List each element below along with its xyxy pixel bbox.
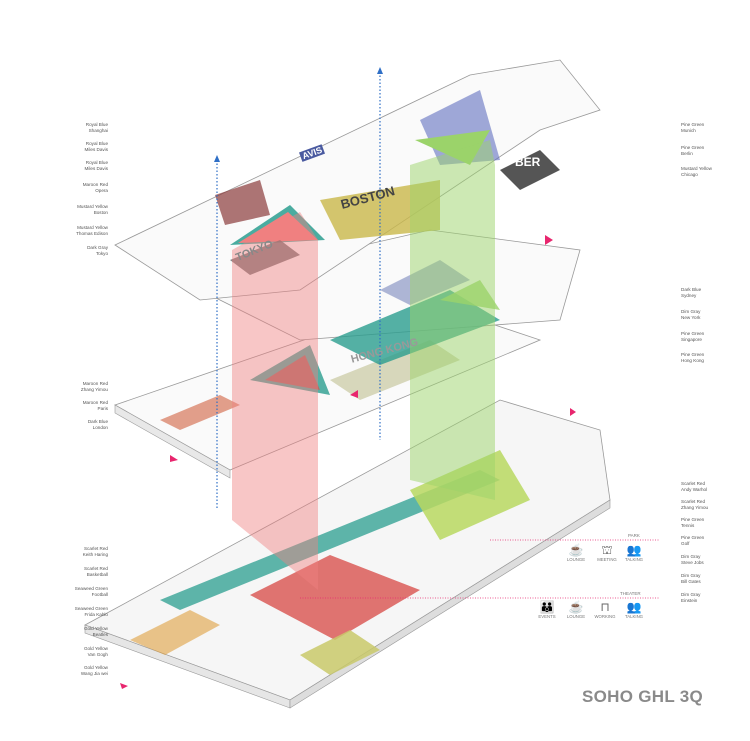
activity-label: WORKING xyxy=(594,614,616,619)
desk-icon: ⊓ xyxy=(600,600,610,614)
project-title: SOHO GHL 3Q xyxy=(582,687,704,706)
zone-label-park: PARK xyxy=(628,533,640,538)
people-talking-icon: 👥 xyxy=(626,543,642,557)
meeting-table-icon: ⛫ xyxy=(601,543,613,557)
activity-label: EVENTS xyxy=(538,614,556,619)
green-void-shaft xyxy=(410,140,495,500)
red-void-shaft xyxy=(232,212,318,590)
ground-floor-plate xyxy=(84,399,611,709)
activity-label: LOUNGE xyxy=(566,557,586,562)
coffee-cup-icon: ☕ xyxy=(568,600,584,614)
activity-label: TALKING xyxy=(624,614,644,619)
people-standing-icon: 👪 xyxy=(539,600,555,614)
activity-label: TALKING xyxy=(624,557,644,562)
zone-label-theater: THEATER xyxy=(620,591,641,596)
coffee-cup-icon: ☕ xyxy=(568,543,584,557)
people-talking-icon: 👥 xyxy=(626,600,642,614)
activity-label: MEETING xyxy=(597,557,617,562)
vertical-circulation-arrows xyxy=(214,67,383,510)
activity-label: LOUNGE xyxy=(566,614,586,619)
orientation-markers xyxy=(120,235,576,689)
floor-text-ber: BER xyxy=(515,155,541,169)
